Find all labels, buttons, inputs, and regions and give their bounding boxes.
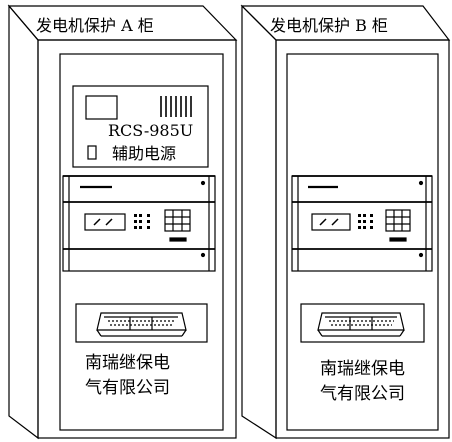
power-switch-icon <box>87 145 97 160</box>
cabinet-a-side <box>8 4 39 440</box>
cabinet-b-side <box>241 4 277 440</box>
relay-lcd-display <box>311 213 351 231</box>
power-panel-frame <box>72 85 209 168</box>
maker-line-2: 气有限公司 <box>85 378 170 398</box>
power-panel-model: RCS-985U <box>108 121 193 140</box>
relay-indicator-leds <box>358 214 373 229</box>
rack-screw <box>418 252 424 258</box>
relay-port-slot <box>389 237 407 242</box>
relay-rack-b <box>291 175 433 272</box>
cabinet-b-title: 发电机保护 B 柜 <box>270 16 388 35</box>
relay-keypad <box>385 209 411 232</box>
cabinet-a: 发电机保护 A 柜 RCS-985U 辅助电源 <box>7 4 238 440</box>
cabinet-a-front <box>37 39 237 439</box>
cabinet-b-door <box>286 53 439 431</box>
relay-rack-frame <box>62 175 216 272</box>
relay-indicator-leds <box>134 214 150 229</box>
printer-icon <box>96 312 187 337</box>
relay-rack-frame <box>291 175 433 272</box>
power-panel-name: 辅助电源 <box>112 144 176 163</box>
maker-line-2: 气有限公司 <box>320 384 405 404</box>
relay-lcd-glyphs <box>93 218 113 226</box>
cabinet-a-door <box>59 53 224 431</box>
printer-bay-b <box>300 303 425 343</box>
maker-line-1: 南瑞继保电 <box>320 359 405 379</box>
relay-port-slot <box>169 237 187 242</box>
relay-rack-a <box>62 175 216 272</box>
rack-screw <box>200 180 206 186</box>
relay-lcd-display <box>84 213 126 231</box>
printer-bay-a <box>75 303 208 343</box>
printer-icon <box>317 312 405 337</box>
cabinet-a-title: 发电机保护 A 柜 <box>36 16 154 35</box>
maker-line-1: 南瑞继保电 <box>85 353 170 373</box>
power-supply-panel: RCS-985U 辅助电源 <box>72 85 209 168</box>
printer-bay-frame <box>300 303 425 343</box>
printer-bay-frame <box>75 303 208 343</box>
relay-keypad <box>164 209 191 232</box>
power-panel-display <box>85 95 118 120</box>
cabinet-b: 发电机保护 B 柜 <box>240 4 451 440</box>
relay-lcd-glyphs <box>319 218 339 226</box>
rack-screw <box>418 180 424 186</box>
cabinet-b-front <box>275 39 450 439</box>
power-panel-vent-icon <box>160 96 192 117</box>
rack-screw <box>200 252 206 258</box>
